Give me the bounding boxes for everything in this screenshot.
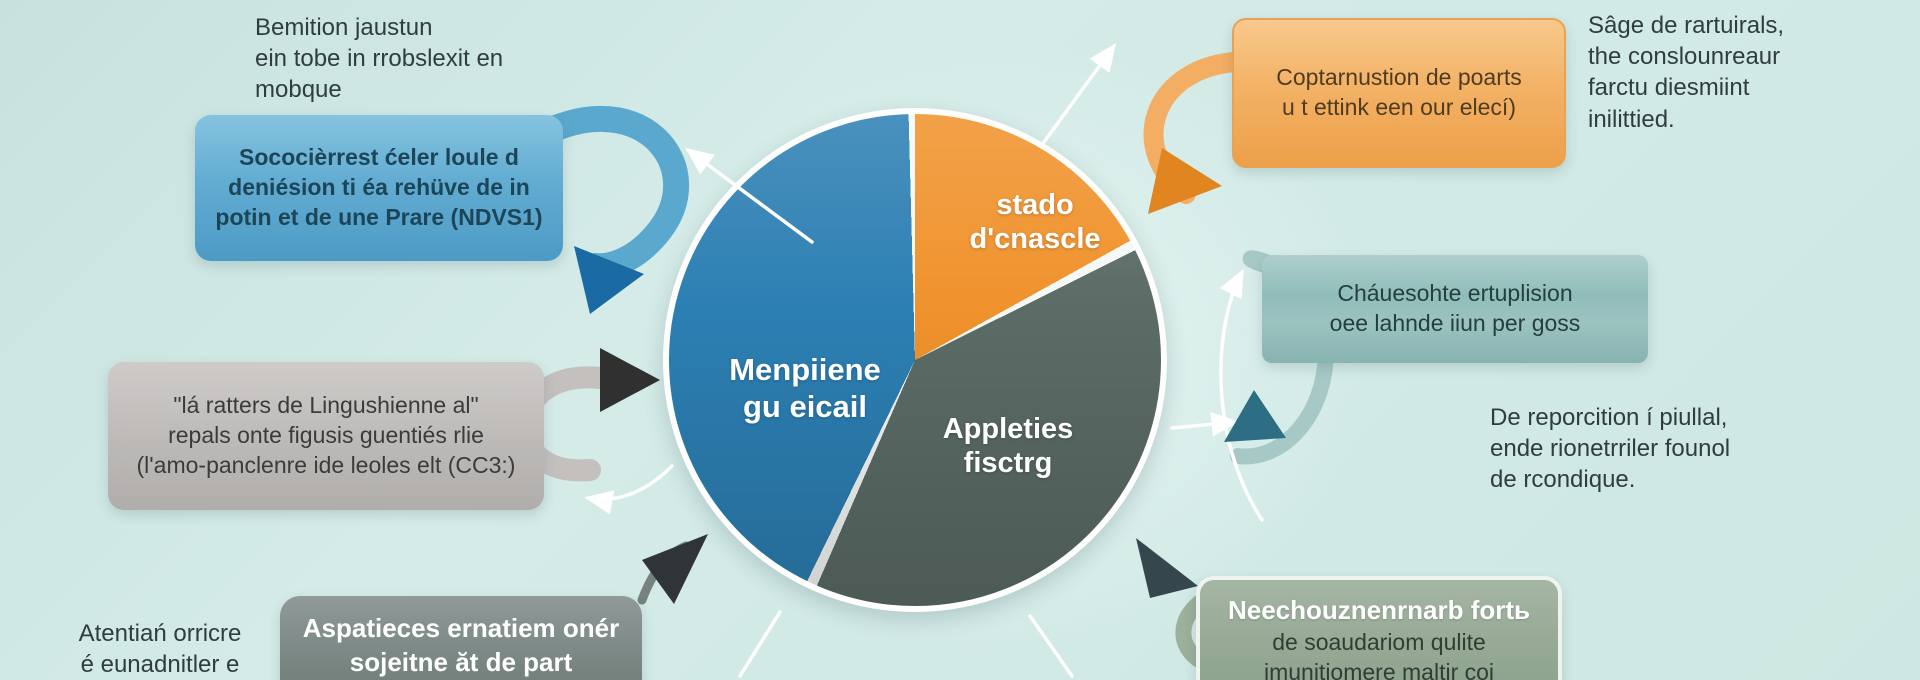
annotation-right: De reporcition í piullal, ende rionetrri… [1490, 402, 1830, 496]
white-connector-line [1028, 614, 1074, 678]
charcoal-right-arrowhead-icon [600, 348, 660, 412]
callout-text-line: Coptarnustion de poarts [1276, 64, 1522, 91]
annotation-line: De reporcition í piullal, [1490, 404, 1728, 431]
pie-slice-label-blue: Menpiiene gu eicail [690, 352, 920, 425]
callout-text-line: sojeitne ăt de part [349, 646, 573, 677]
callout-text-line: u t ettink een our elecí) [1282, 94, 1516, 120]
pie-slice-label-slate: Appleties fisctrg [908, 412, 1108, 480]
annotation-line: Bemition jaustun [255, 14, 433, 41]
callout-text-line: de soaudariom qulite [1272, 628, 1486, 655]
callout-blue: Sococièrrest ćeler loule d deniésion ti … [195, 115, 563, 261]
callout-gray: "lá ratters de Lingushienne al" repals o… [108, 362, 544, 510]
pie-slice-label-line: Menpiiene [729, 352, 881, 387]
callout-text-line: repals onte figusis guentiés rlie [168, 422, 484, 449]
callout-text-line: Neechouznenrnarb fortь [1227, 595, 1530, 625]
orange-arrowhead-icon [1148, 148, 1222, 214]
callout-text-line: (l'amo-panclenre ide leoles elt (CC3:) [136, 451, 516, 478]
pie-slice-label-line: stado [996, 189, 1074, 221]
callout-text-line: oee lahnde iiun per goss [1329, 310, 1581, 336]
callout-text-line: "lá ratters de Lingushienne al" [173, 392, 479, 419]
white-connector-line [584, 464, 674, 515]
annotation-line: é eunadnitler e [80, 651, 240, 679]
pie-slice-label-line: d'cnascle [969, 223, 1101, 256]
callout-text-line: Aspatieces ernatiem onér [302, 613, 620, 643]
callout-orange: Coptarnustion de poarts u t ettink een o… [1232, 18, 1566, 168]
callout-green: Neechouznenrnarb fortь de soaudariom qul… [1196, 576, 1562, 680]
annotation-line: farctu diesmiint [1588, 74, 1750, 102]
pie-slice-label-orange: stado d'cnascle [935, 188, 1135, 256]
callout-teal: Cháuesohte ertuplision oee lahnde iiun p… [1262, 255, 1648, 363]
annotation-line: the conslounreaur [1588, 43, 1781, 71]
slate-downright-arrowhead-icon [1136, 538, 1198, 598]
charcoal-upright-arrowhead-icon [642, 534, 708, 604]
pie-slice-label-line: fisctrg [963, 447, 1053, 480]
callout-text-line: potin et de une Prare (NDVS1) [215, 203, 543, 230]
white-connector-line [1219, 268, 1264, 522]
annotation-line: Sâge de rartuirals, [1588, 12, 1785, 39]
callout-text-line: Sococièrrest ćeler loule d [239, 144, 519, 171]
callout-text-line: imunitiomere maltir coi [1263, 658, 1495, 680]
annotation-bottom-left: Atentiań orricre é eunadnitler e [55, 618, 265, 680]
annotation-line: mobque [255, 76, 342, 104]
annotation-line: Atentiań orricre [78, 620, 242, 647]
annotation-top-left: Bemition jaustun ein tobe in rrobslexit … [255, 12, 635, 106]
white-connector-line [1170, 412, 1240, 437]
callout-dark-gray: Aspatieces ernatiem onér sojeitne ăt de … [280, 596, 642, 680]
orange-callout-tail-curve [1143, 52, 1244, 204]
annotation-line: de rcondique. [1490, 466, 1636, 494]
teal-up-arrowhead-icon [1224, 390, 1286, 442]
white-connector-line [738, 610, 782, 678]
callout-text-line: deniésion ti éa rehüve de in [228, 174, 530, 201]
annotation-line: ende rionetrriler founol [1490, 435, 1731, 463]
annotation-line: inilittied. [1588, 105, 1675, 133]
blue-callout-tail-curve [543, 105, 690, 280]
annotation-top-right: Sâge de rartuirals, the conslounreaur fa… [1588, 10, 1908, 135]
pie-slice-label-line: Appleties [942, 413, 1074, 445]
pie-slice-label-line: gu eicail [742, 388, 868, 424]
annotation-line: ein tobe in rrobslexit en [255, 45, 504, 73]
white-connector-line [1042, 43, 1117, 144]
blue-arrowhead-icon [574, 246, 644, 314]
darkgray-callout-tail-curve [637, 541, 691, 605]
callout-text-line: Cháuesohte ertuplision [1337, 280, 1573, 307]
